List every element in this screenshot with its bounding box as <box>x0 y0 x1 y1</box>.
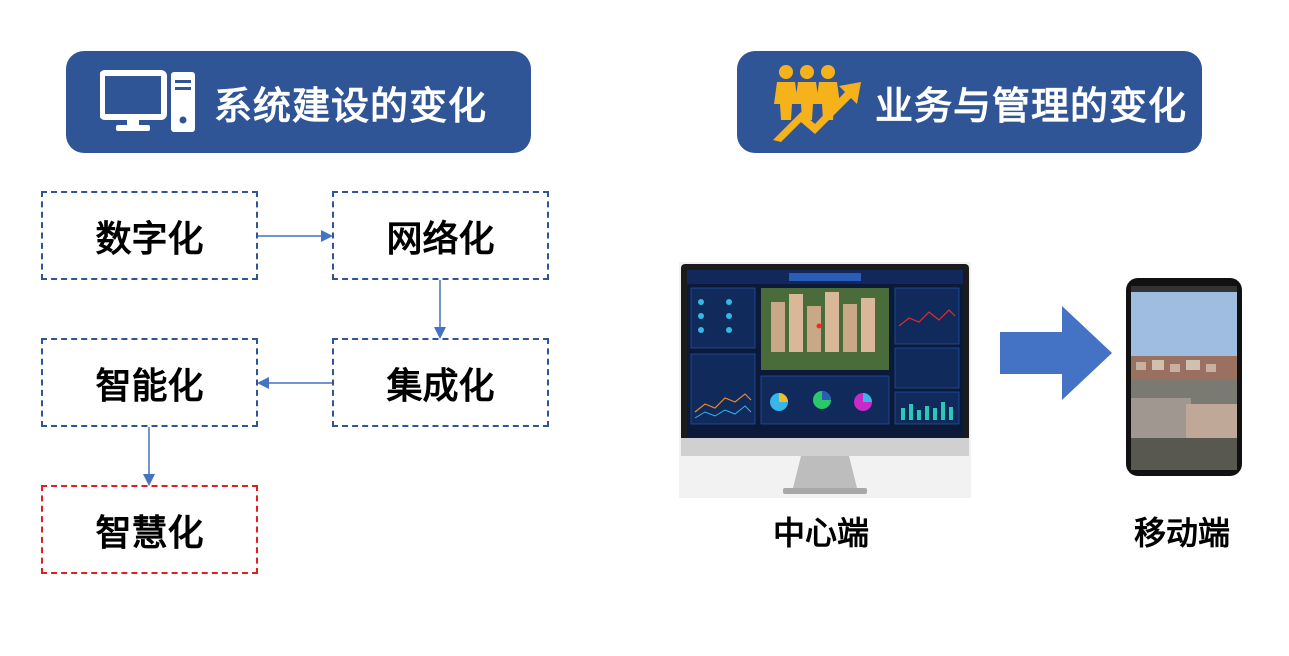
step-networking: 网络化 <box>332 191 549 280</box>
left-header: 系统建设的变化 <box>66 51 531 153</box>
people-growth-icon <box>773 65 861 142</box>
mobile-phone-image <box>1126 278 1242 476</box>
left-header-title: 系统建设的变化 <box>214 83 488 128</box>
mobile-label: 移动端 <box>1134 514 1231 552</box>
step-smart: 智慧化 <box>41 485 258 574</box>
center-label: 中心端 <box>773 514 870 552</box>
step-digitization: 数字化 <box>41 191 258 280</box>
step-intelligent: 智能化 <box>41 338 258 427</box>
right-header: 业务与管理的变化 <box>737 51 1202 153</box>
computer-icon <box>100 70 195 132</box>
big-right-arrow-icon <box>1000 306 1112 400</box>
desktop-monitor-image <box>679 262 971 498</box>
step-integration: 集成化 <box>332 338 549 427</box>
right-header-title: 业务与管理的变化 <box>875 83 1188 128</box>
